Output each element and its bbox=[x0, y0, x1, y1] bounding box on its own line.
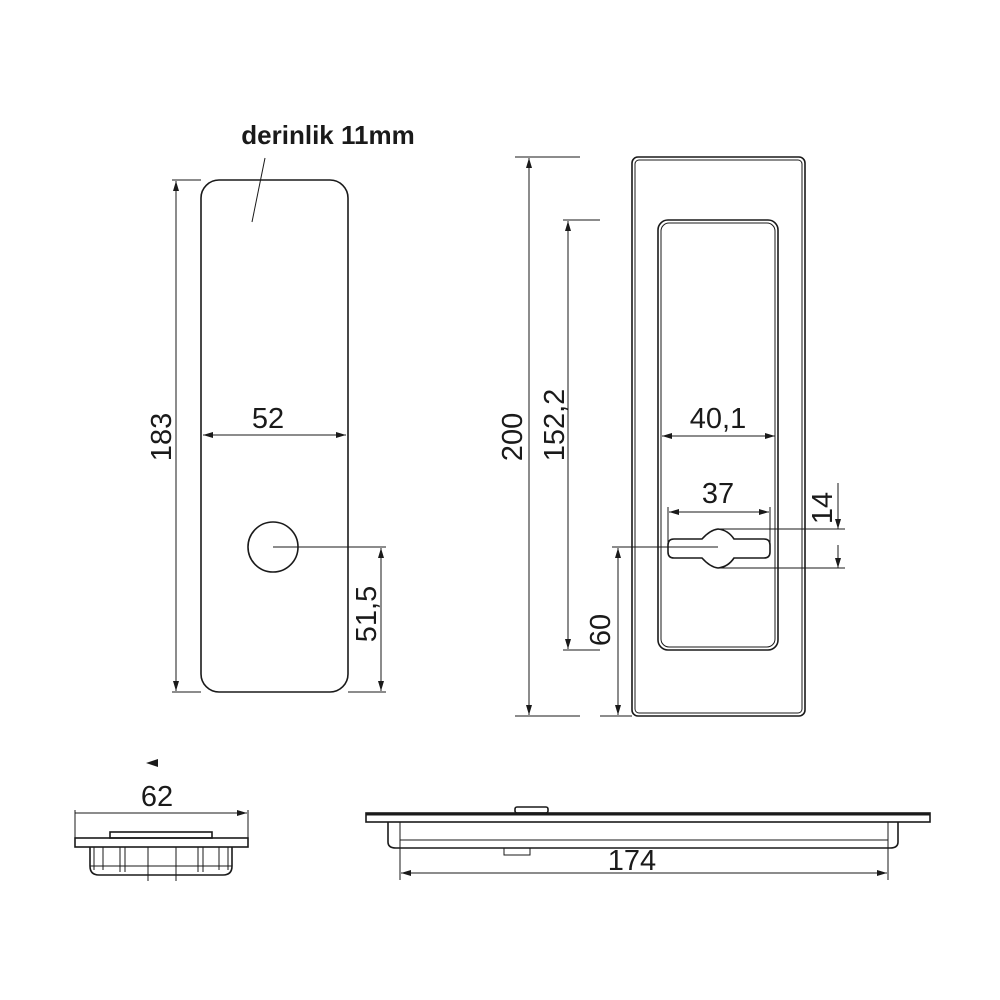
arrow-mark bbox=[146, 759, 158, 767]
top-view: 174 bbox=[365, 806, 931, 880]
dim-183: 183 bbox=[146, 413, 178, 461]
front-plate-view: 200 152,2 40,1 37 14 60 bbox=[497, 156, 845, 717]
dim-174: 174 bbox=[608, 845, 656, 877]
side-view: 62 bbox=[74, 759, 249, 881]
dim-200: 200 bbox=[497, 413, 529, 461]
depth-note: derinlik 11mm bbox=[241, 120, 414, 150]
dim-52: 52 bbox=[252, 403, 284, 435]
dim-152-2: 152,2 bbox=[539, 389, 571, 462]
window-outline bbox=[657, 219, 779, 651]
dim-51-5: 51,5 bbox=[351, 586, 383, 642]
dim-62: 62 bbox=[141, 781, 173, 813]
cutout-outline bbox=[200, 179, 349, 693]
dim-40-1: 40,1 bbox=[690, 403, 746, 435]
dim-37: 37 bbox=[702, 478, 734, 510]
note-leader bbox=[251, 157, 266, 223]
key-slot bbox=[667, 528, 771, 569]
dim-60: 60 bbox=[585, 614, 617, 646]
dim-14: 14 bbox=[807, 492, 839, 524]
cutout-view: derinlik 11mm 183 52 51,5 bbox=[146, 120, 415, 693]
plate-outline bbox=[631, 156, 806, 717]
